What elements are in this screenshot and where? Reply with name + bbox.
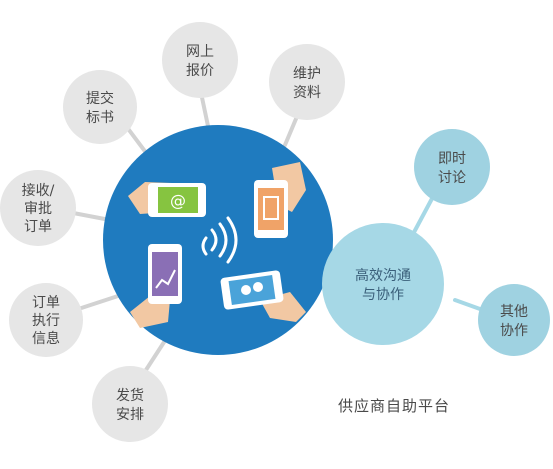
node-maintain-materials (269, 44, 345, 120)
node-receive-order-line2: 审批 (24, 201, 52, 217)
node-online-quote (162, 22, 238, 98)
node-order-execution-line3: 信息 (32, 330, 60, 347)
node-shipping-line1: 发货 (116, 387, 144, 404)
node-submit-bid-line2: 标书 (86, 110, 114, 126)
node-receive-order (0, 170, 76, 246)
collaboration-circle (322, 223, 444, 345)
phone-video (254, 162, 306, 238)
node-submit-bid-line1: 提交 (86, 90, 114, 107)
wifi-signal-icon (201, 216, 238, 264)
node-receive-order-line3: 订单 (24, 219, 52, 235)
node-receive-order-line1: 接收/ (22, 182, 55, 199)
phone-screen (228, 275, 276, 305)
chart-icon (155, 269, 176, 289)
node-order-execution (9, 283, 83, 357)
node-shipping-line2: 安排 (116, 407, 144, 423)
node-discussion-line1: 即时 (438, 151, 466, 167)
node-online-quote-line2: 报价 (186, 63, 214, 79)
chat-icon-secondary (253, 282, 263, 292)
node-discussion (414, 129, 490, 205)
phone-email: @ (128, 182, 206, 217)
collaboration-label-2: 与协作 (362, 287, 404, 303)
node-order-execution-line2: 执行 (32, 313, 60, 329)
node-shipping (92, 366, 168, 442)
node-discussion-line2: 讨论 (438, 170, 466, 186)
phone-chart (130, 244, 182, 328)
video-film-icon (263, 196, 279, 220)
node-order-execution-line1: 订单 (32, 295, 60, 311)
phone-chat (220, 270, 306, 322)
chat-icon (241, 285, 251, 295)
node-submit-bid (63, 70, 137, 144)
node-maintain-materials-line2: 资料 (293, 85, 321, 101)
node-other-collab-line1: 其他 (500, 304, 528, 320)
platform-caption: 供应商自助平台 (338, 397, 451, 415)
phone-screen (158, 187, 198, 213)
node-maintain-materials-line1: 维护 (293, 66, 321, 82)
collaboration-label-1: 高效沟通 (355, 267, 411, 284)
email-at-icon: @ (170, 191, 186, 210)
node-other-collab (478, 284, 550, 356)
node-online-quote-line1: 网上 (186, 44, 214, 60)
phone-screen (258, 188, 284, 230)
node-other-collab-line2: 协作 (500, 323, 528, 339)
